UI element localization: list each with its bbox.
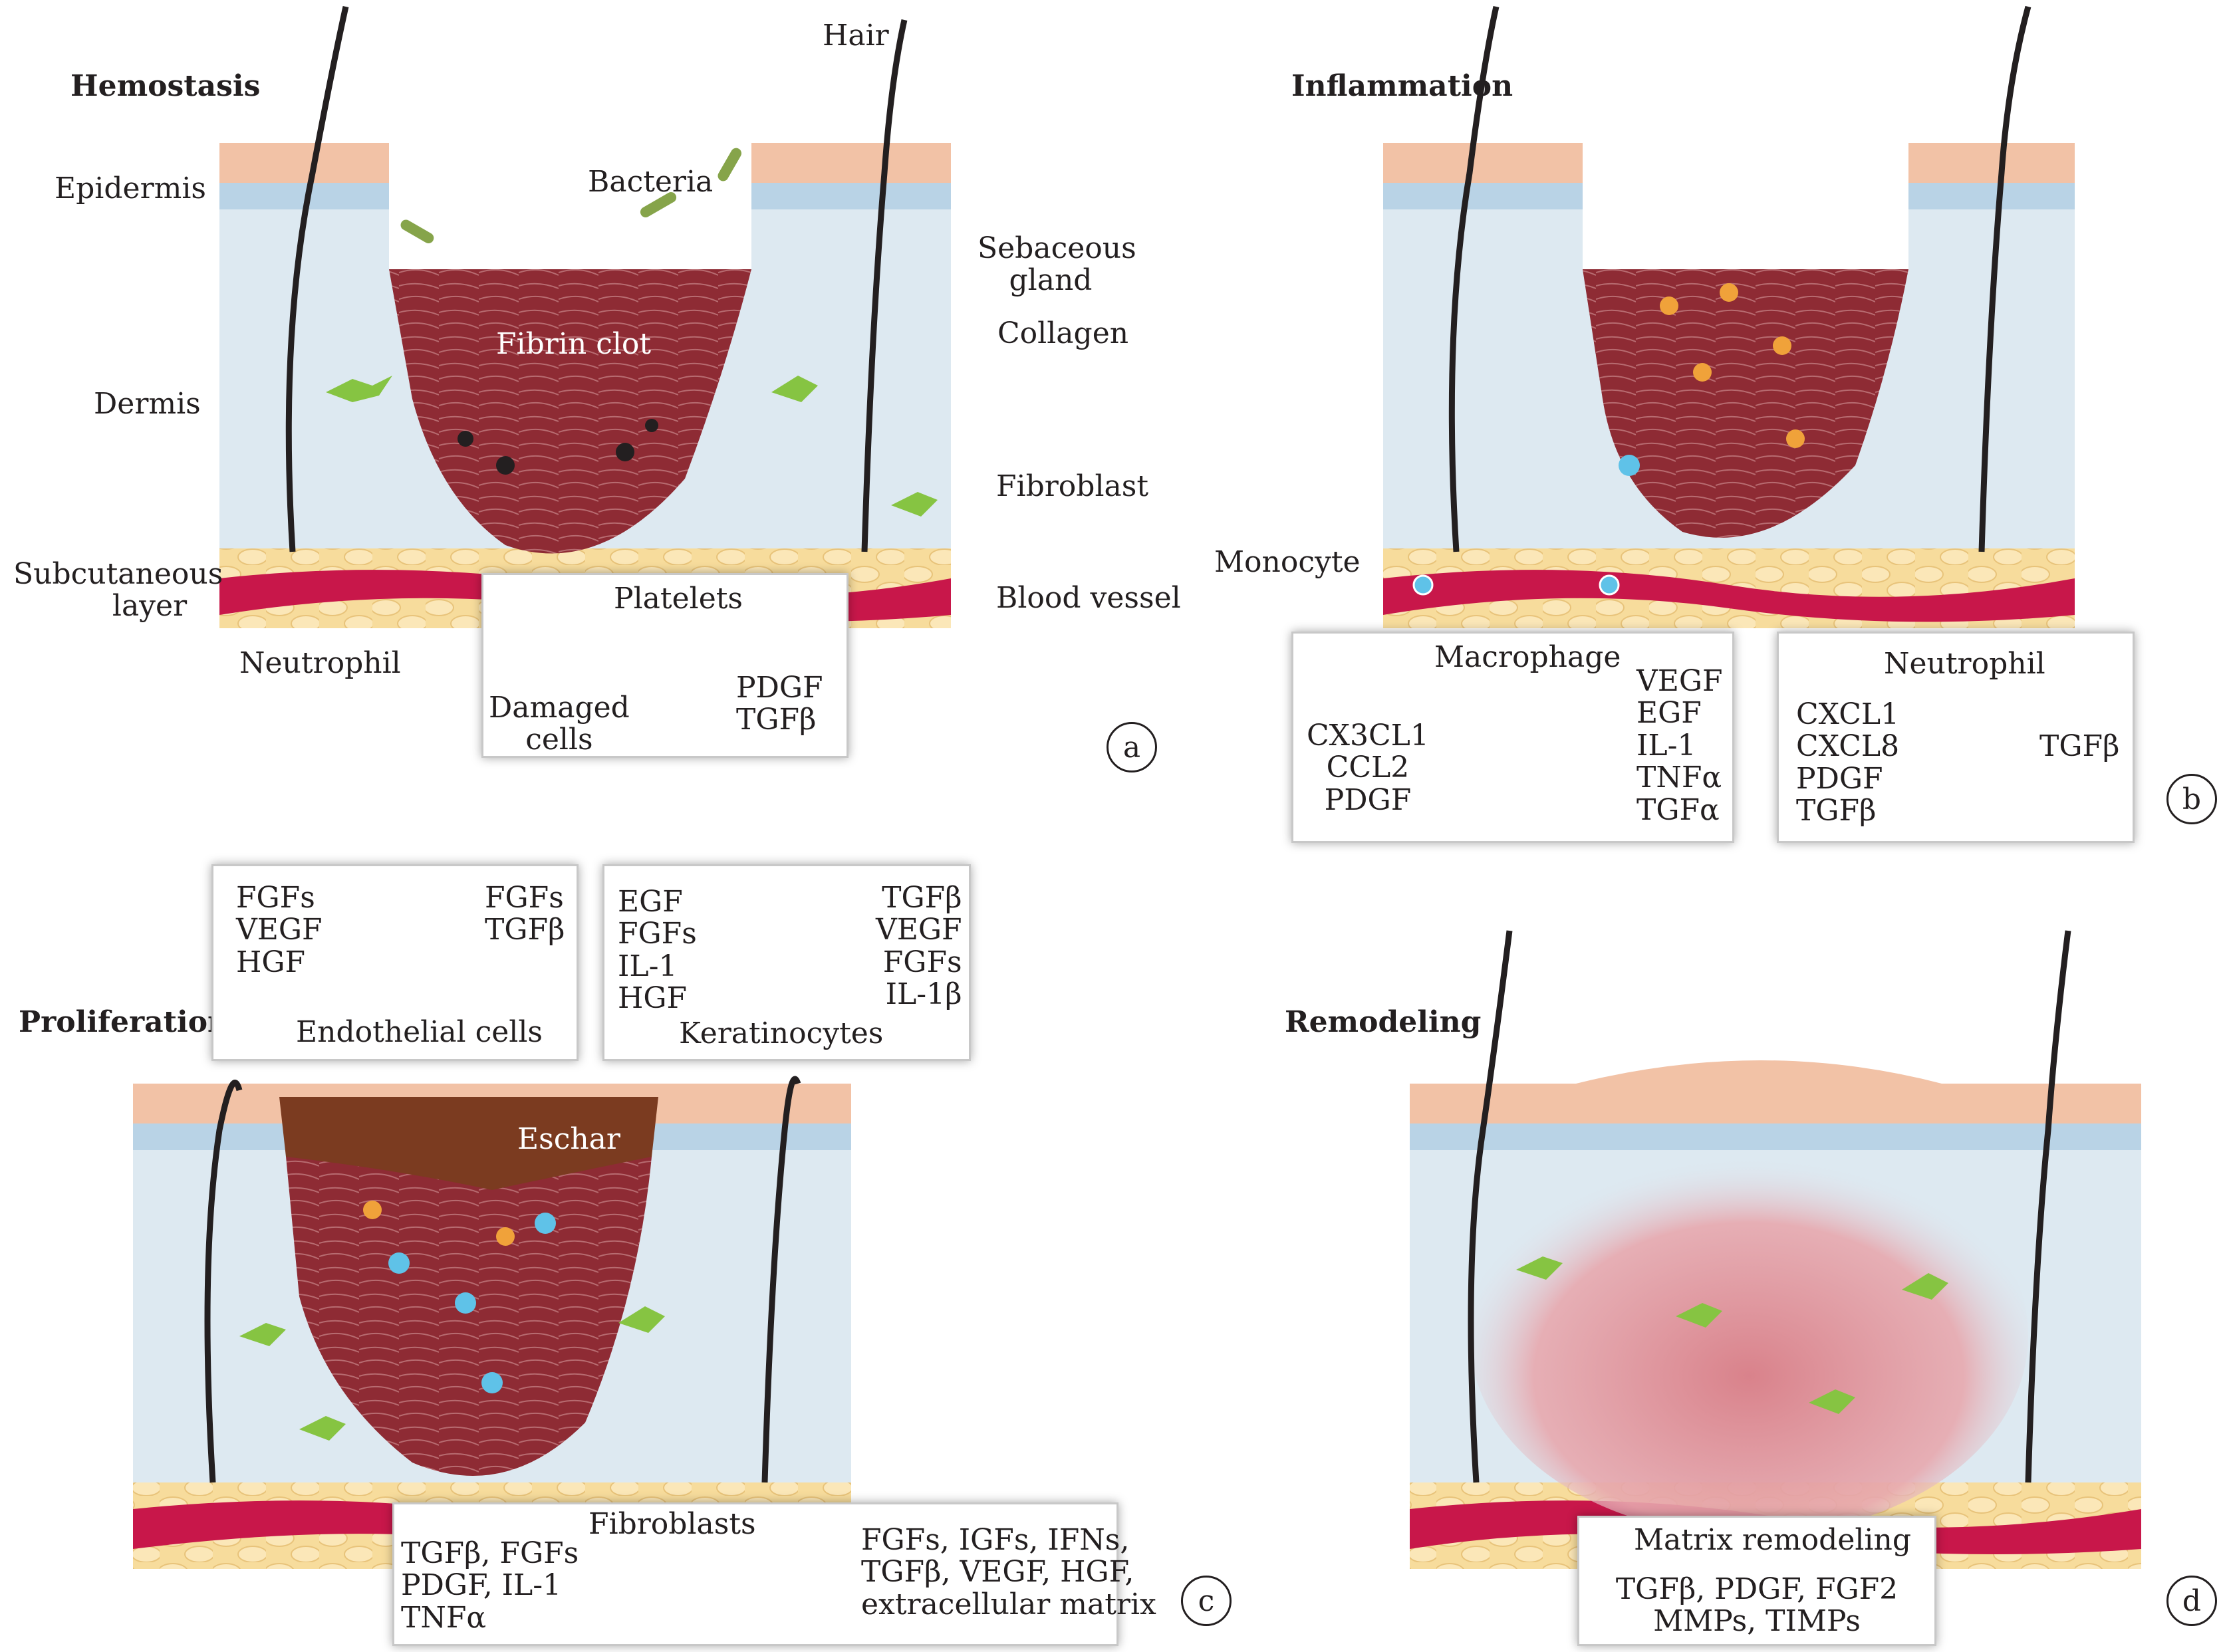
- keratinocytes-outputs: TGFβ VEGF FGFs IL-1β: [876, 882, 962, 1011]
- epidermis-label: Epidermis: [55, 172, 206, 205]
- damaged-line-2: cells: [525, 723, 593, 757]
- bacteria-label: Bacteria: [588, 165, 714, 199]
- factor-item: EGF: [618, 885, 683, 919]
- damaged-cells-label: Damaged cells: [489, 691, 630, 757]
- factor-item: FGFs: [236, 881, 315, 915]
- panel-d-skin: [1410, 930, 2141, 1569]
- subcutaneous-line-2: layer: [112, 589, 188, 624]
- factor-item: TGFβ, VEGF, HGF,: [861, 1555, 1134, 1590]
- damaged-line-1: Damaged: [489, 691, 630, 725]
- neutrophil-outputs: TGFβ: [2039, 729, 2120, 763]
- panel-letter-a: a: [1107, 722, 1157, 772]
- neutrophil-inset: Neutrophil CXCL1 CXCL8 PDGF TGFβ TGFβ: [1777, 632, 2135, 843]
- factor-item: TGFβ: [1796, 794, 1877, 828]
- sebaceous-gland-label: Sebaceous gland: [978, 232, 1136, 298]
- panel-letter-d: d: [2166, 1576, 2217, 1626]
- panel-a-title: Hemostasis: [70, 69, 261, 103]
- subcutaneous-label: Subcutaneous layer: [13, 558, 223, 624]
- factor-item: TGFβ: [736, 703, 817, 737]
- factor-item: PDGF, IL-1: [401, 1568, 562, 1603]
- factor-item: IL-1β: [885, 977, 962, 1012]
- factor-item: extracellular matrix: [861, 1587, 1156, 1621]
- factor-item: HGF: [236, 945, 306, 979]
- factor-item: HGF: [618, 981, 688, 1016]
- eschar-label: Eschar: [517, 1122, 620, 1156]
- matrix-remodeling-inset: Matrix remodeling TGFβ, PDGF, FGF2 MMPs,…: [1577, 1516, 1936, 1646]
- factor-item: MMPs, TIMPs: [1653, 1604, 1861, 1639]
- factor-item: EGF: [1636, 696, 1702, 731]
- panel-a-skin: [219, 6, 951, 628]
- matrix-remodeling-factors: TGFβ, PDGF, FGF2 MMPs, TIMPs: [1579, 1572, 1934, 1639]
- sebaceous-line-1: Sebaceous: [978, 231, 1136, 265]
- factor-item: VEGF: [1636, 664, 1723, 698]
- factor-item: CX3CL1: [1307, 719, 1429, 753]
- endothelial-outputs: FGFs TGFβ: [485, 882, 565, 947]
- macrophage-outputs: VEGF EGF IL-1 TNFα TGFα: [1636, 665, 1723, 826]
- blood-vessel-label: Blood vessel: [996, 581, 1181, 615]
- factor-item: TGFβ, FGFs: [401, 1536, 579, 1570]
- panel-c-title: Proliferation: [19, 1005, 229, 1039]
- factor-item: IL-1: [618, 949, 678, 983]
- factor-item: TNFα: [401, 1600, 487, 1635]
- factor-item: PDGF: [1324, 782, 1412, 817]
- panel-d-title: Remodeling: [1285, 1005, 1482, 1039]
- macrophage-inputs: CX3CL1 CCL2 PDGF: [1307, 719, 1429, 817]
- matrix-remodeling-title: Matrix remodeling: [1634, 1523, 1912, 1557]
- macrophage-title: Macrophage: [1434, 640, 1621, 674]
- factor-item: PDGF: [1796, 761, 1883, 796]
- keratinocytes-title: Keratinocytes: [679, 1016, 884, 1050]
- neutrophil-title: Neutrophil: [1884, 647, 2045, 681]
- factor-item: FGFs, IGFs, IFNs,: [861, 1523, 1130, 1557]
- factor-item: VEGF: [876, 913, 962, 947]
- factor-item: FGFs: [485, 881, 564, 915]
- fibroblasts-inset: Fibroblasts TGFβ, FGFs PDGF, IL-1 TNFα F…: [392, 1502, 1156, 1646]
- panel-b-title: Inflammation: [1291, 69, 1513, 103]
- keratinocytes-inputs: EGF FGFs IL-1 HGF: [618, 885, 697, 1016]
- factor-item: IL-1: [1636, 728, 1696, 763]
- monocyte-label: Monocyte: [1214, 545, 1361, 579]
- collagen-label: Collagen: [997, 316, 1129, 350]
- fibrin-clot-label: Fibrin clot: [496, 327, 652, 361]
- factor-item: TGFβ: [2039, 729, 2120, 763]
- keratinocytes-inset: EGF FGFs IL-1 HGF TGFβ VEGF FGFs IL-1β K…: [602, 864, 971, 1061]
- platelets-title: Platelets: [614, 582, 743, 616]
- panel-letter-b: b: [2166, 774, 2217, 824]
- factor-item: TNFα: [1636, 761, 1722, 795]
- neutrophil-label: Neutrophil: [239, 646, 401, 680]
- factor-item: CXCL1: [1796, 697, 1900, 731]
- factor-item: PDGF: [736, 671, 823, 705]
- factor-item: TGFα: [1636, 792, 1720, 827]
- macrophage-inset: Macrophage CX3CL1 CCL2 PDGF VEGF EGF IL-…: [1291, 632, 1734, 843]
- fibroblast-label: Fibroblast: [996, 469, 1149, 503]
- endothelial-inset: FGFs VEGF HGF FGFs TGFβ Endothelial cell…: [211, 864, 579, 1061]
- neutrophil-inputs: CXCL1 CXCL8 PDGF TGFβ: [1796, 697, 1900, 828]
- factor-item: TGFβ, PDGF, FGF2: [1615, 1572, 1898, 1606]
- factor-item: FGFs: [882, 945, 962, 979]
- factor-item: TGFβ: [882, 881, 962, 915]
- endothelial-inputs: FGFs VEGF HGF: [236, 882, 323, 979]
- fibroblasts-outputs: FGFs, IGFs, IFNs, TGFβ, VEGF, HGF, extra…: [861, 1524, 1156, 1621]
- factor-item: CCL2: [1326, 751, 1410, 785]
- subcutaneous-line-1: Subcutaneous: [13, 557, 223, 591]
- dermis-label: Dermis: [94, 387, 201, 421]
- fibroblasts-title: Fibroblasts: [589, 1507, 756, 1541]
- platelets-inset: Platelets Damaged cells PDGF TGFβ: [481, 573, 849, 758]
- panel-letter-c: c: [1181, 1576, 1232, 1626]
- panel-c-skin: [133, 1076, 851, 1569]
- factor-item: VEGF: [236, 913, 323, 947]
- sebaceous-line-2: gland: [1009, 263, 1093, 298]
- factor-item: TGFβ: [485, 913, 565, 947]
- platelet-factors: PDGF TGFβ: [736, 671, 823, 737]
- fibroblasts-inputs: TGFβ, FGFs PDGF, IL-1 TNFα: [401, 1536, 579, 1635]
- hair-label: Hair: [823, 19, 889, 53]
- panel-b-skin: [1383, 5, 2075, 628]
- factor-item: CXCL8: [1796, 729, 1900, 764]
- factor-item: FGFs: [618, 917, 697, 951]
- endothelial-title: Endothelial cells: [296, 1015, 543, 1049]
